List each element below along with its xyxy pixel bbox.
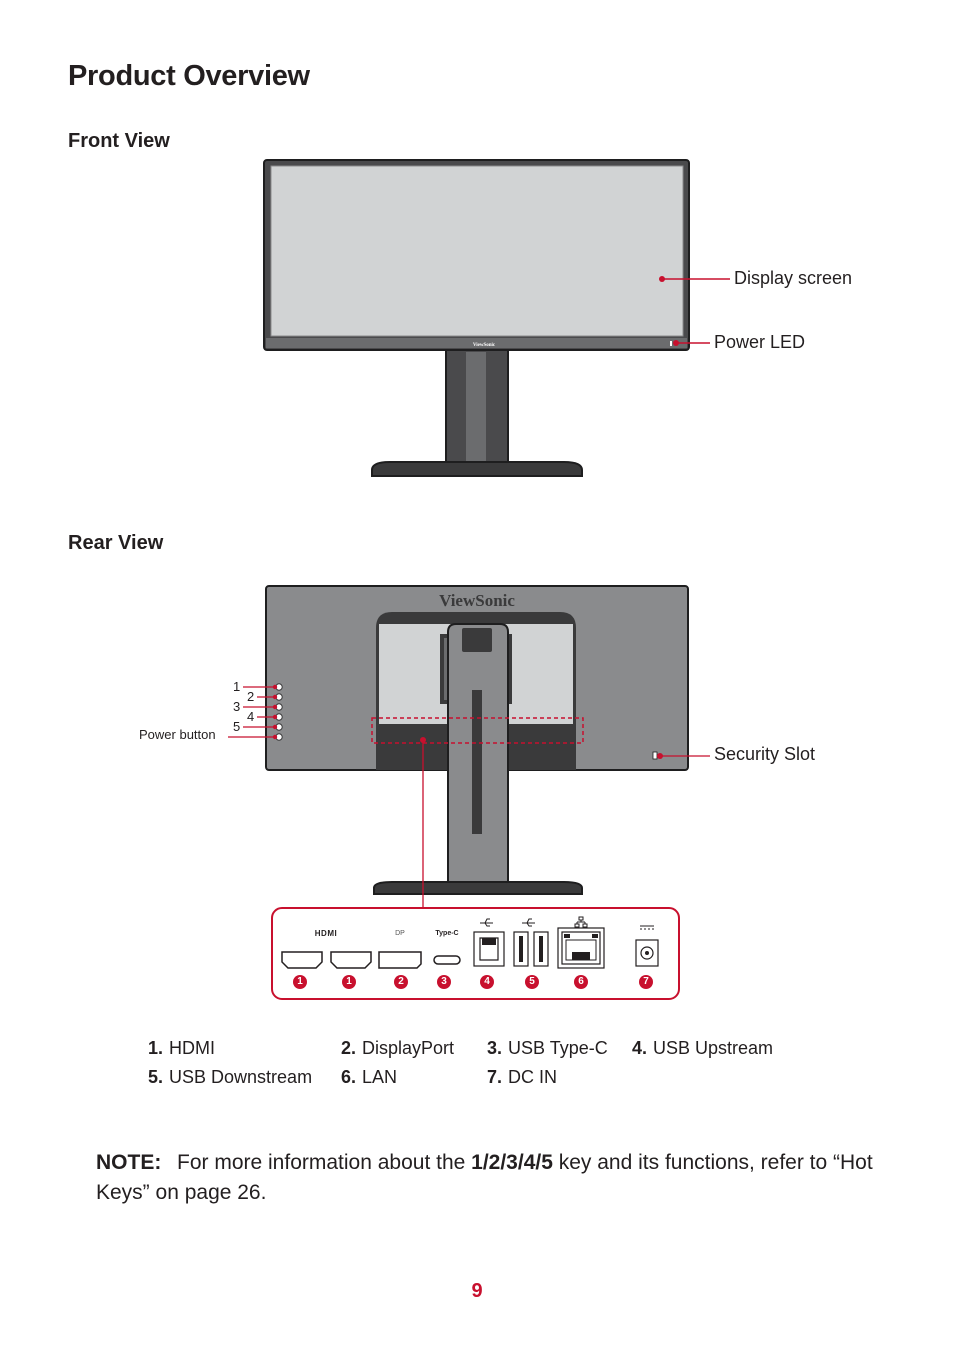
dc-in-icon	[635, 925, 659, 967]
port-badge-number: 1	[297, 976, 303, 987]
front-brand-logo: ViewSonic	[473, 343, 496, 348]
usb-symbol-icon	[480, 916, 588, 928]
rear-view-heading: Rear View	[68, 532, 164, 554]
display-screen-callout: Display screen	[734, 268, 853, 288]
button-number-1: 1	[233, 679, 241, 694]
page-title: Product Overview	[68, 60, 310, 92]
usb-upstream-icon	[473, 931, 505, 967]
button-number-5: 5	[233, 719, 241, 734]
rear-brand-logo: ViewSonic	[439, 591, 515, 610]
note-keys: 1/2/3/4/5	[471, 1151, 553, 1174]
power-button-callout: Power button	[139, 727, 216, 742]
note-text-before: For more information about the	[177, 1151, 472, 1174]
lan-port-icon	[557, 927, 605, 969]
port-badge-number: 3	[441, 976, 447, 987]
button-number-2: 2	[247, 689, 255, 704]
port-badge-number: 7	[643, 976, 649, 987]
note-paragraph: NOTE: For more information about the 1/2…	[96, 1148, 896, 1208]
button-number-4: 4	[247, 709, 255, 724]
security-slot-callout: Security Slot	[714, 744, 816, 764]
legend-item: 6.LAN	[341, 1067, 398, 1087]
port-badge-number: 2	[398, 976, 404, 987]
rear-callouts	[228, 686, 710, 910]
typec-label: Type-C	[435, 930, 459, 937]
rear-monitor-illustration: ViewSonic	[265, 585, 689, 895]
legend-item: 4.USB Upstream	[632, 1038, 774, 1058]
page-number: 9	[471, 1280, 483, 1302]
port-badge-number: 1	[346, 976, 352, 987]
port-badge-number: 6	[578, 976, 584, 987]
dp-label: DP	[395, 930, 405, 937]
power-led-callout: Power LED	[714, 332, 806, 352]
port-badges	[293, 975, 653, 989]
displayport-icon	[378, 951, 422, 969]
front-view-heading: Front View	[68, 130, 170, 152]
note-text-after: key and its functions, refer to “Hot Key…	[96, 1151, 873, 1204]
front-callouts	[659, 276, 730, 346]
legend-item: 5.USB Downstream	[148, 1067, 313, 1087]
port-badge-number: 5	[529, 976, 535, 987]
front-monitor-illustration: ViewSonic	[263, 159, 690, 477]
note-label: NOTE:	[96, 1151, 162, 1174]
button-number-3: 3	[233, 699, 241, 714]
legend-item: 3.USB Type-C	[487, 1038, 608, 1058]
hdmi-port-icon	[281, 951, 372, 969]
legend-item: 7.DC IN	[487, 1067, 558, 1087]
port-panel	[271, 907, 680, 1000]
usb-typec-icon	[433, 955, 461, 965]
hdmi-label: HDMI	[314, 929, 338, 938]
port-badge-number: 4	[484, 976, 490, 987]
legend-item: 2.DisplayPort	[341, 1038, 455, 1058]
legend-item: 1.HDMI	[148, 1038, 216, 1058]
